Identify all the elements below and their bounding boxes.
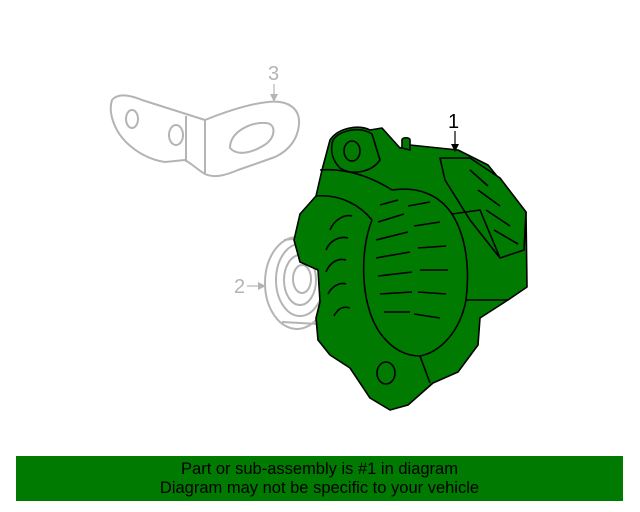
callout-1-label: 1 <box>448 111 459 133</box>
callout-2: 2 <box>234 276 266 298</box>
callout-3: 3 <box>268 63 279 102</box>
alternator-icon <box>293 126 528 411</box>
callout-2-label: 2 <box>234 276 245 298</box>
info-banner: Part or sub-assembly is #1 in diagram Di… <box>16 456 623 501</box>
banner-line-1: Part or sub-assembly is #1 in diagram <box>181 460 458 478</box>
callout-2-arrow <box>258 282 266 290</box>
callout-1: 1 <box>448 111 459 152</box>
callout-3-arrow <box>270 94 278 102</box>
banner-line-2: Diagram may not be specific to your vehi… <box>159 479 480 497</box>
parts-diagram: 1 2 3 <box>109 63 528 411</box>
callout-3-label: 3 <box>268 63 279 85</box>
bracket-icon <box>109 94 301 178</box>
callout-1-arrow <box>451 144 459 152</box>
